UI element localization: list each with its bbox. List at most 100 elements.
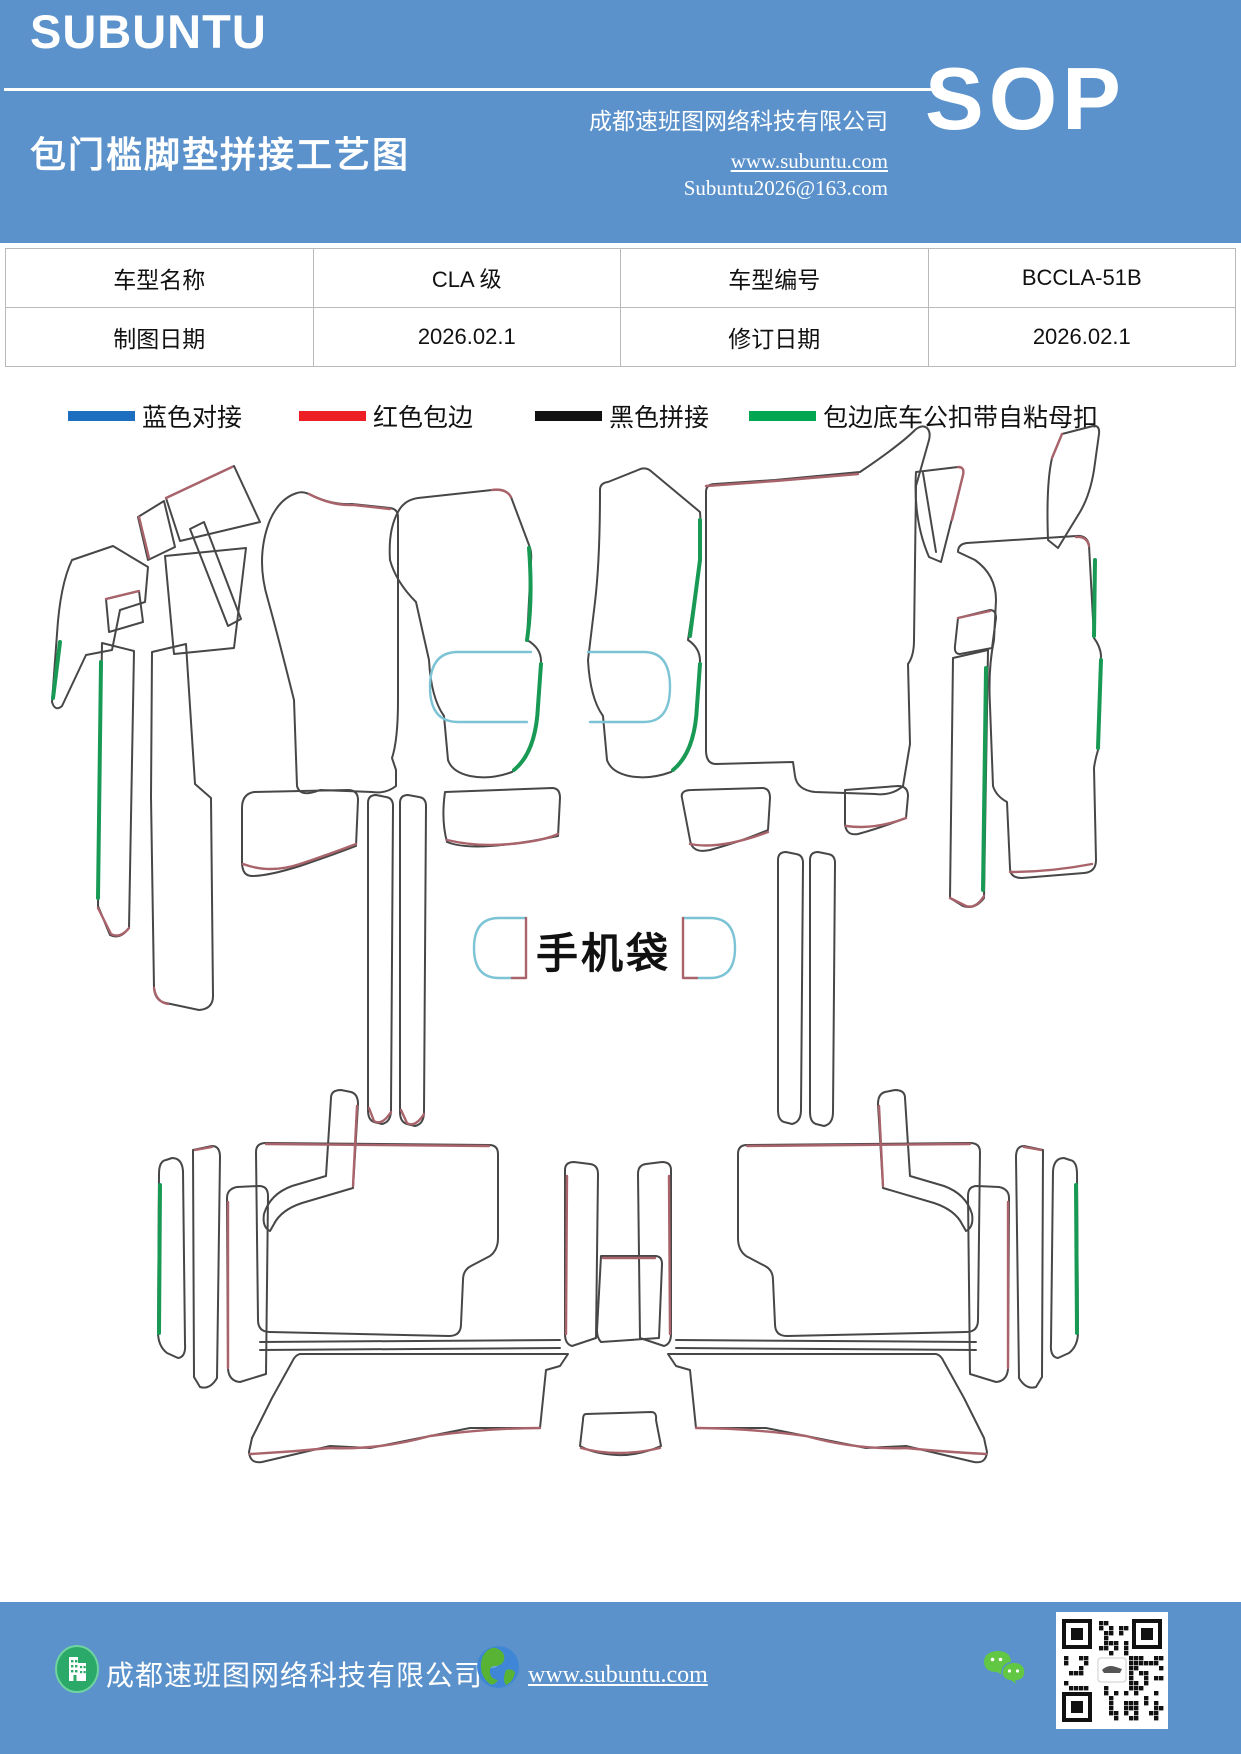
- mat-piece: [579, 1411, 662, 1457]
- green-edge: [1092, 558, 1097, 638]
- red-edge: [241, 842, 358, 871]
- cyan-cutout: [586, 650, 672, 724]
- cyan-pocket: [472, 916, 528, 980]
- footer-website-link[interactable]: www.subuntu.com: [528, 1662, 708, 1688]
- red-edge: [193, 1145, 214, 1152]
- mat-piece: [564, 1161, 599, 1347]
- green-edge: [981, 666, 988, 892]
- mat-piece: [192, 1145, 221, 1389]
- mat-piece: [949, 649, 989, 908]
- mat-piece: [957, 534, 1102, 879]
- red-edge: [164, 465, 234, 500]
- mat-piece: [922, 472, 937, 553]
- mat-piece: [226, 1185, 269, 1383]
- red-pocket-edge: [510, 916, 528, 980]
- red-edge: [1022, 1145, 1043, 1152]
- red-edge: [137, 515, 151, 560]
- red-edge: [490, 488, 513, 499]
- mat-piece: [150, 643, 214, 1011]
- red-edge: [445, 832, 560, 847]
- green-edge: [1096, 658, 1103, 750]
- red-edge: [1050, 432, 1064, 460]
- header-divider: [4, 88, 932, 91]
- footer-banner: [0, 1602, 1241, 1754]
- table-row: 车型名称 CLA 级 车型编号 BCCLA-51B: [5, 248, 1236, 308]
- mat-piece: [367, 794, 394, 1125]
- mat-piece: [388, 488, 542, 779]
- mat-piece: [596, 1255, 663, 1343]
- mat-piece: [809, 851, 836, 1127]
- wechat-icon[interactable]: [983, 1650, 1033, 1699]
- mat-piece: [259, 1339, 561, 1351]
- green-edge: [525, 546, 533, 642]
- red-edge: [688, 830, 770, 847]
- mat-piece: [953, 609, 997, 655]
- table-row: 制图日期 2026.02.1 修订日期 2026.02.1: [5, 307, 1236, 367]
- mat-piece: [241, 789, 359, 877]
- mat-piece: [255, 1142, 499, 1337]
- red-edge: [104, 589, 141, 601]
- cell-model-code-label: 车型编号: [620, 248, 929, 308]
- red-pocket-edge: [681, 916, 699, 980]
- mat-piece: [157, 1157, 187, 1359]
- vehicle-info-table: 车型名称 CLA 级 车型编号 BCCLA-51B 制图日期 2026.02.1…: [5, 248, 1236, 367]
- legend-swatch-red: [299, 411, 366, 421]
- red-edge: [307, 492, 392, 511]
- mat-piece: [165, 465, 261, 542]
- mat-piece: [164, 547, 247, 655]
- legend-label-green: 包边底车公扣带自粘母扣: [823, 405, 1099, 432]
- legend-label-black: 黑色拼接: [609, 405, 710, 432]
- red-edge: [956, 609, 992, 620]
- footer-company-name: 成都速班图网络科技有限公司: [106, 1661, 484, 1692]
- qr-code: [1056, 1612, 1168, 1729]
- brand-logo: SUBUNTU: [30, 5, 267, 58]
- company-building-icon: [55, 1645, 99, 1698]
- mat-piece: [51, 545, 149, 710]
- red-edge: [351, 1104, 359, 1188]
- red-edge: [877, 1104, 885, 1188]
- page-title: 包门槛脚垫拼接工艺图: [30, 134, 411, 175]
- mat-piece: [189, 521, 242, 627]
- mat-piece: [97, 642, 135, 938]
- mat-piece: [262, 1089, 359, 1232]
- mat-piece: [105, 590, 144, 633]
- mat-piece: [914, 466, 965, 563]
- red-edge: [248, 1426, 542, 1456]
- cell-model-code-value: BCCLA-51B: [927, 248, 1236, 308]
- red-edge: [399, 1108, 426, 1126]
- red-edge: [264, 1142, 491, 1148]
- cell-model-name-value: CLA 级: [312, 248, 621, 308]
- green-edge: [157, 1183, 162, 1335]
- red-edge: [579, 1446, 662, 1455]
- legend-label-blue: 蓝色对接: [142, 405, 243, 432]
- phone-pocket-label: 手机袋: [536, 930, 672, 977]
- green-edge: [96, 660, 103, 900]
- mat-piece: [442, 787, 561, 848]
- cyan-cutout: [428, 650, 533, 724]
- header-banner: [0, 0, 1241, 243]
- red-edge: [745, 1142, 972, 1148]
- legend-swatch-blue: [68, 411, 135, 421]
- red-edge: [564, 1174, 569, 1336]
- globe-icon: [476, 1644, 520, 1695]
- cell-draw-date-label: 制图日期: [5, 307, 314, 367]
- header-website-link[interactable]: www.subuntu.com: [730, 149, 888, 173]
- mat-piece: [587, 467, 702, 779]
- mat-piece: [680, 787, 771, 852]
- red-edge: [704, 472, 860, 488]
- green-edge: [512, 662, 543, 772]
- mat-piece: [399, 794, 427, 1127]
- cyan-pocket: [681, 916, 737, 980]
- mat-piece: [844, 785, 909, 836]
- mat-piece: [705, 425, 931, 796]
- red-edge: [667, 1174, 672, 1336]
- mat-piece: [777, 851, 804, 1125]
- green-edge: [1074, 1183, 1079, 1335]
- cell-model-name-label: 车型名称: [5, 248, 314, 308]
- red-edge: [152, 986, 170, 1006]
- cell-draw-date-value: 2026.02.1: [312, 307, 621, 367]
- red-edge: [367, 1106, 393, 1124]
- legend-swatch-green: [749, 411, 816, 421]
- red-edge: [96, 906, 131, 937]
